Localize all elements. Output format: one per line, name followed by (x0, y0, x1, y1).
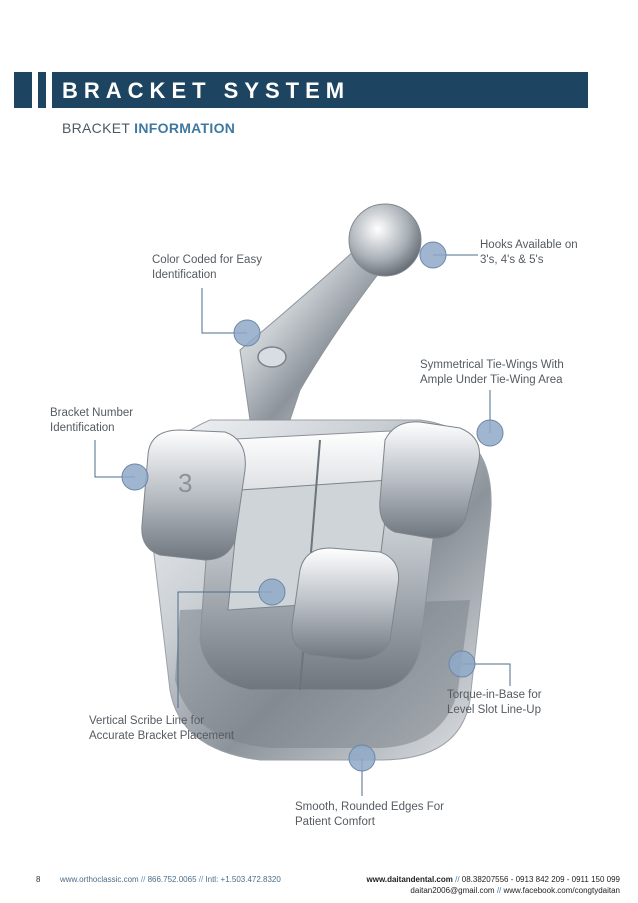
callout-hooks: Hooks Available on 3's, 4's & 5's (480, 238, 578, 268)
callout-line: 3's, 4's & 5's (480, 254, 544, 266)
subheading-normal: BRACKET (62, 120, 135, 136)
footer-right-line2: daitan2006@gmail.com // www.facebook.com… (367, 885, 620, 896)
footer-phone: 866.752.0065 (147, 875, 197, 884)
callout-line: Accurate Bracket Placement (89, 730, 235, 742)
callout-line: Vertical Scribe Line for (89, 715, 205, 727)
page-title: BRACKET SYSTEM (62, 78, 351, 103)
footer-separator: // (196, 875, 206, 884)
callout-line: Identification (50, 422, 115, 434)
tie-wing-top-left (141, 429, 246, 561)
subheading-bold: INFORMATION (134, 120, 236, 136)
footer-email-link[interactable]: daitan2006@gmail.com (410, 886, 495, 895)
footer-right-phones: 08.38207556 - 0913 842 209 - 0911 150 09… (461, 875, 620, 884)
tie-wing-top-right (379, 421, 480, 539)
callout-line: Bracket Number (50, 407, 134, 419)
callout-dot (258, 578, 286, 606)
footer-intl-phone: Intl: +1.503.472.8320 (205, 875, 281, 884)
tie-wing-bottom-right (291, 547, 400, 661)
callout-torque: Torque-in-Base for Level Slot Line-Up (447, 688, 542, 718)
callout-line: Level Slot Line-Up (447, 704, 541, 716)
color-code-dot (257, 346, 287, 368)
footer-right-site-link[interactable]: www.daitandental.com (366, 875, 453, 884)
leader-color-coded (201, 288, 247, 334)
section-subheading: BRACKET INFORMATION (62, 120, 235, 136)
callout-line: Color Coded for Easy (152, 254, 262, 266)
callout-line: Symmetrical Tie-Wings With (420, 359, 564, 371)
callout-dot (233, 319, 261, 347)
footer-contact-right: www.daitandental.com // 08.38207556 - 09… (367, 874, 621, 896)
header-divider (46, 72, 52, 108)
footer-separator: // (494, 886, 504, 895)
page-number: 8 (36, 875, 41, 884)
callout-color-coded: Color Coded for Easy Identification (152, 253, 262, 283)
callout-dot (476, 419, 504, 447)
callout-line: Identification (152, 269, 217, 281)
callout-line: Smooth, Rounded Edges For (295, 801, 444, 813)
leader-torque (462, 663, 511, 686)
callout-bracket-number: Bracket Number Identification (50, 406, 133, 436)
hook-ball (348, 203, 422, 277)
callout-tie-wings: Symmetrical Tie-Wings With Ample Under T… (420, 358, 564, 388)
callout-dot (348, 744, 376, 772)
callout-scribe: Vertical Scribe Line for Accurate Bracke… (89, 714, 234, 744)
footer-facebook-link[interactable]: www.facebook.com/congtydaitan (503, 886, 620, 895)
callout-line: Ample Under Tie-Wing Area (420, 374, 563, 386)
callout-line: Patient Comfort (295, 816, 375, 828)
header-bar (14, 72, 588, 108)
header-divider (32, 72, 38, 108)
bracket-number-mark: 3 (178, 468, 192, 498)
callout-dot (419, 241, 447, 269)
callout-line: Hooks Available on (480, 239, 578, 251)
leader-scribe (177, 591, 272, 708)
footer-contact-left: www.orthoclassic.com // 866.752.0065 // … (60, 874, 281, 885)
footer-right-line1: www.daitandental.com // 08.38207556 - 09… (367, 874, 621, 885)
footer-site-link[interactable]: www.orthoclassic.com (60, 875, 139, 884)
callout-dot (448, 650, 476, 678)
footer-separator: // (452, 875, 462, 884)
callout-dot (121, 463, 149, 491)
footer-separator: // (138, 875, 148, 884)
callout-edges: Smooth, Rounded Edges For Patient Comfor… (295, 800, 444, 830)
callout-line: Torque-in-Base for (447, 689, 542, 701)
